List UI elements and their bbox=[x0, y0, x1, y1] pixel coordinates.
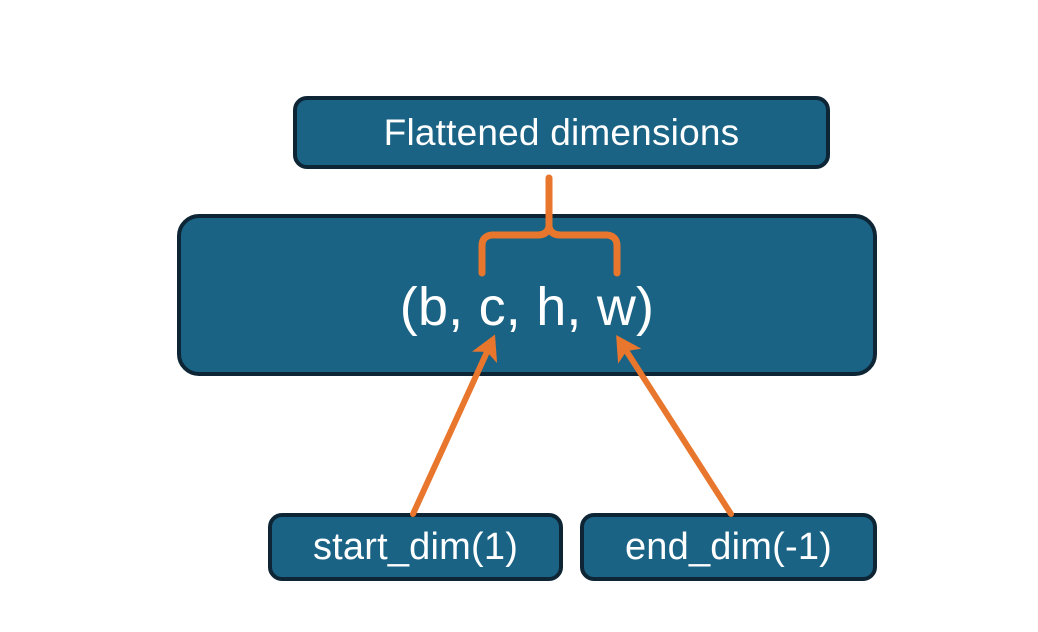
end-dim-label: end_dim(-1) bbox=[624, 525, 833, 568]
end-dim-box[interactable]: end_dim(-1) bbox=[580, 513, 877, 581]
tensor-shape-label: (b, c, h, w) bbox=[399, 277, 655, 337]
start-dim-box[interactable]: start_dim(1) bbox=[268, 513, 563, 581]
start-dim-label: start_dim(1) bbox=[312, 525, 519, 568]
flattened-dimensions-label: Flattened dimensions bbox=[383, 111, 740, 153]
tensor-shape-box[interactable]: (b, c, h, w) bbox=[177, 214, 877, 376]
flattened-dimensions-box[interactable]: Flattened dimensions bbox=[293, 96, 830, 169]
